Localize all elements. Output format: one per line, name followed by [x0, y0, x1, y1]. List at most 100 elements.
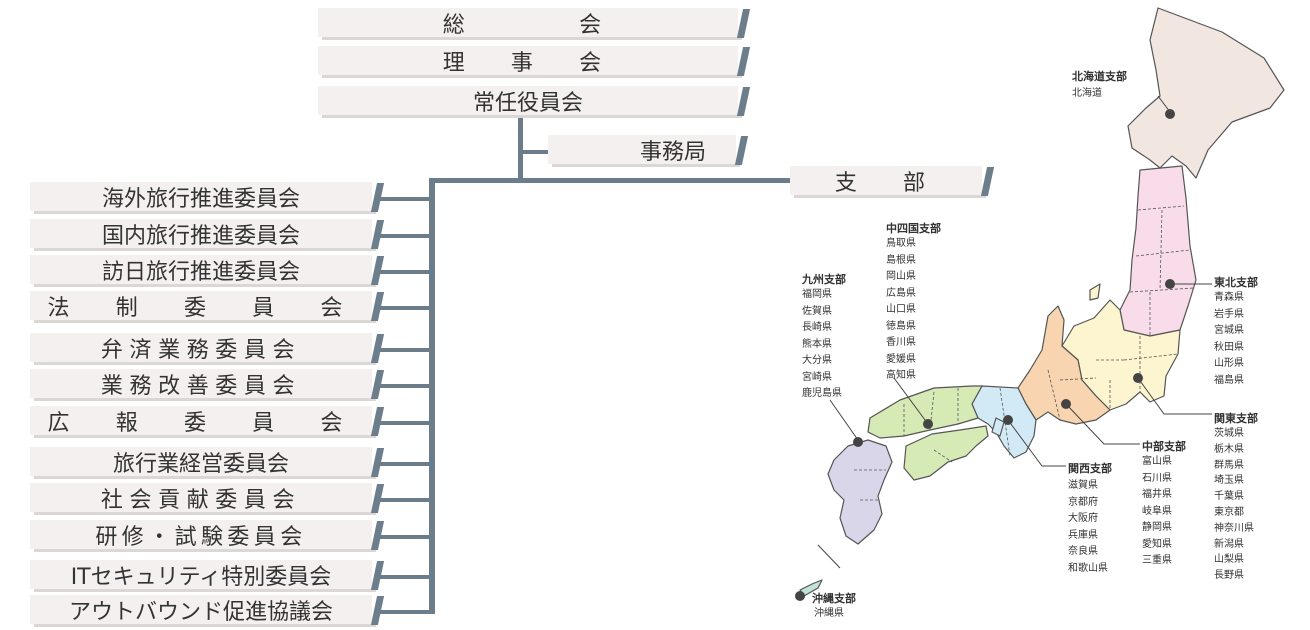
- pref-item: 東京都: [1214, 506, 1244, 518]
- committee-connector: [377, 610, 432, 614]
- pref-item: 広島県: [886, 287, 916, 299]
- pref-item: 栃木県: [1214, 443, 1244, 455]
- committee-legal: 法 制 委 員 会: [30, 291, 376, 323]
- pref-item: 北海道: [1072, 88, 1102, 99]
- branch-title-chushikoku: 中四国支部: [886, 222, 941, 235]
- pref-item: 鳥取県: [886, 238, 916, 249]
- committee-public-relations: 広 報 委 員 会: [30, 406, 376, 438]
- committee-connector: [377, 384, 432, 388]
- pref-item: 徳島県: [886, 320, 916, 332]
- region-sado: [1089, 283, 1101, 301]
- branch-title-hokkaido: 北海道支部: [1072, 70, 1127, 83]
- branch-title-kansai: 関西支部: [1068, 462, 1112, 475]
- branch-title-okinawa: 沖縄支部: [812, 592, 856, 605]
- branch-title-kyushu: 九州支部: [802, 273, 846, 286]
- pref-item: 岡山県: [886, 271, 916, 282]
- secretariat-box: 事務局: [548, 135, 740, 167]
- committee-business-improvement: 業務改善委員会: [30, 369, 376, 401]
- pref-item: 長野県: [1214, 570, 1244, 582]
- committee-connector: [377, 535, 432, 539]
- branch-dot-okinawa: [795, 591, 805, 601]
- pref-item: 神奈川県: [1214, 522, 1254, 534]
- branch-title-chubu: 中部支部: [1142, 440, 1186, 453]
- region-kyushu: [827, 439, 893, 545]
- pref-item: 岩手県: [1214, 308, 1244, 320]
- committee-repayment: 弁済業務委員会: [30, 333, 376, 365]
- region-chubu: [1017, 305, 1111, 425]
- pref-item: 福井県: [1142, 489, 1172, 500]
- pref-item: 石川県: [1142, 472, 1172, 484]
- committee-connector: [377, 197, 432, 201]
- committee-outbound-promotion: アウトバウンド促進協議会: [30, 595, 376, 627]
- branch-dot-chubu: [1061, 399, 1071, 409]
- branch-header-box: 支 部: [790, 166, 986, 198]
- pref-item: 静岡県: [1142, 522, 1172, 533]
- general-assembly-box: 総 会: [318, 8, 742, 40]
- branch-title-tohoku: 東北支部: [1214, 276, 1258, 289]
- pref-list-okinawa: 沖縄県: [814, 606, 844, 623]
- region-tohoku: [1119, 165, 1197, 337]
- region-shikoku: [903, 425, 989, 481]
- committee-it-security: ITセキュリティ特別委員会: [30, 560, 376, 592]
- pref-item: 和歌山県: [1068, 562, 1108, 574]
- pref-item: 滋賀県: [1068, 480, 1098, 491]
- pref-item: 宮城県: [1214, 325, 1244, 336]
- pref-item: 香川県: [886, 337, 916, 348]
- committee-domestic-travel: 国内旅行推進委員会: [30, 219, 376, 251]
- pref-item: 三重県: [1142, 555, 1172, 566]
- board-of-directors-box: 理 事 会: [318, 46, 742, 78]
- pref-item: 奈良県: [1068, 546, 1098, 557]
- pref-item: 大分県: [802, 355, 832, 366]
- pref-list-chubu: 富山県 石川県 福井県 岐阜県 静岡県 愛知県 三重県: [1142, 454, 1172, 570]
- main-horizontal-line: [429, 178, 797, 183]
- committee-spine-line: [429, 178, 435, 614]
- pref-item: 長崎県: [802, 322, 832, 333]
- committee-connector: [377, 462, 432, 466]
- pref-item: 青森県: [1214, 292, 1244, 303]
- pref-item: 佐賀県: [802, 305, 832, 317]
- branch-title-kanto: 関東支部: [1214, 412, 1258, 425]
- committee-training-exam: 研修・試験委員会: [30, 520, 376, 552]
- pref-item: 高知県: [886, 370, 916, 381]
- pref-item: 岐阜県: [1142, 505, 1172, 517]
- region-hokkaido: [1127, 7, 1285, 179]
- pref-item: 富山県: [1142, 456, 1172, 467]
- region-awaji: [991, 417, 1005, 437]
- pref-item: 新潟県: [1214, 538, 1244, 550]
- pref-list-kanto: 茨城県 栃木県 群馬県 埼玉県 千葉県 東京都 神奈川県 新潟県 山梨県 長野県: [1214, 426, 1254, 584]
- pref-item: 山形県: [1214, 358, 1244, 369]
- committee-connector: [377, 234, 432, 238]
- pref-list-hokkaido: 北海道: [1072, 86, 1102, 103]
- pref-item: 愛媛県: [886, 353, 916, 365]
- committee-connector: [377, 498, 432, 502]
- committee-connector: [377, 348, 432, 352]
- committee-connector: [377, 575, 432, 579]
- secretariat-connector: [520, 150, 552, 154]
- branch-dot-hokkaido: [1165, 109, 1175, 119]
- pref-item: 京都府: [1068, 496, 1098, 508]
- region-chugoku: [867, 385, 983, 439]
- pref-list-tohoku: 青森県 岩手県 宮城県 秋田県 山形県 福島県: [1214, 290, 1244, 389]
- pref-item: 熊本県: [802, 338, 832, 350]
- branch-dot-kyushu: [853, 437, 863, 447]
- pref-item: 山梨県: [1214, 554, 1244, 566]
- committee-inbound-travel: 訪日旅行推進委員会: [30, 255, 376, 287]
- committee-social-contribution: 社会貢献委員会: [30, 483, 376, 515]
- branch-dot-chushikoku: [923, 419, 933, 429]
- pref-item: 愛知県: [1142, 538, 1172, 550]
- pref-item: 大阪府: [1068, 513, 1098, 524]
- committee-travel-business-management: 旅行業経営委員会: [30, 447, 376, 479]
- pref-list-kyushu: 福岡県 佐賀県 長崎県 熊本県 大分県 宮崎県 鹿児島県: [802, 287, 842, 403]
- pref-item: 埼玉県: [1214, 475, 1244, 487]
- pref-list-kansai: 滋賀県 京都府 大阪府 兵庫県 奈良県 和歌山県: [1068, 478, 1108, 577]
- committee-overseas-travel: 海外旅行推進委員会: [30, 182, 376, 214]
- pref-item: 福岡県: [802, 289, 832, 300]
- committee-connector: [377, 270, 432, 274]
- branch-dot-kanto: [1133, 373, 1143, 383]
- pref-item: 秋田県: [1214, 341, 1244, 353]
- pref-item: 群馬県: [1214, 459, 1244, 471]
- committee-connector: [377, 421, 432, 425]
- pref-item: 福島県: [1214, 374, 1244, 386]
- standing-officers-box: 常任役員会: [318, 86, 742, 118]
